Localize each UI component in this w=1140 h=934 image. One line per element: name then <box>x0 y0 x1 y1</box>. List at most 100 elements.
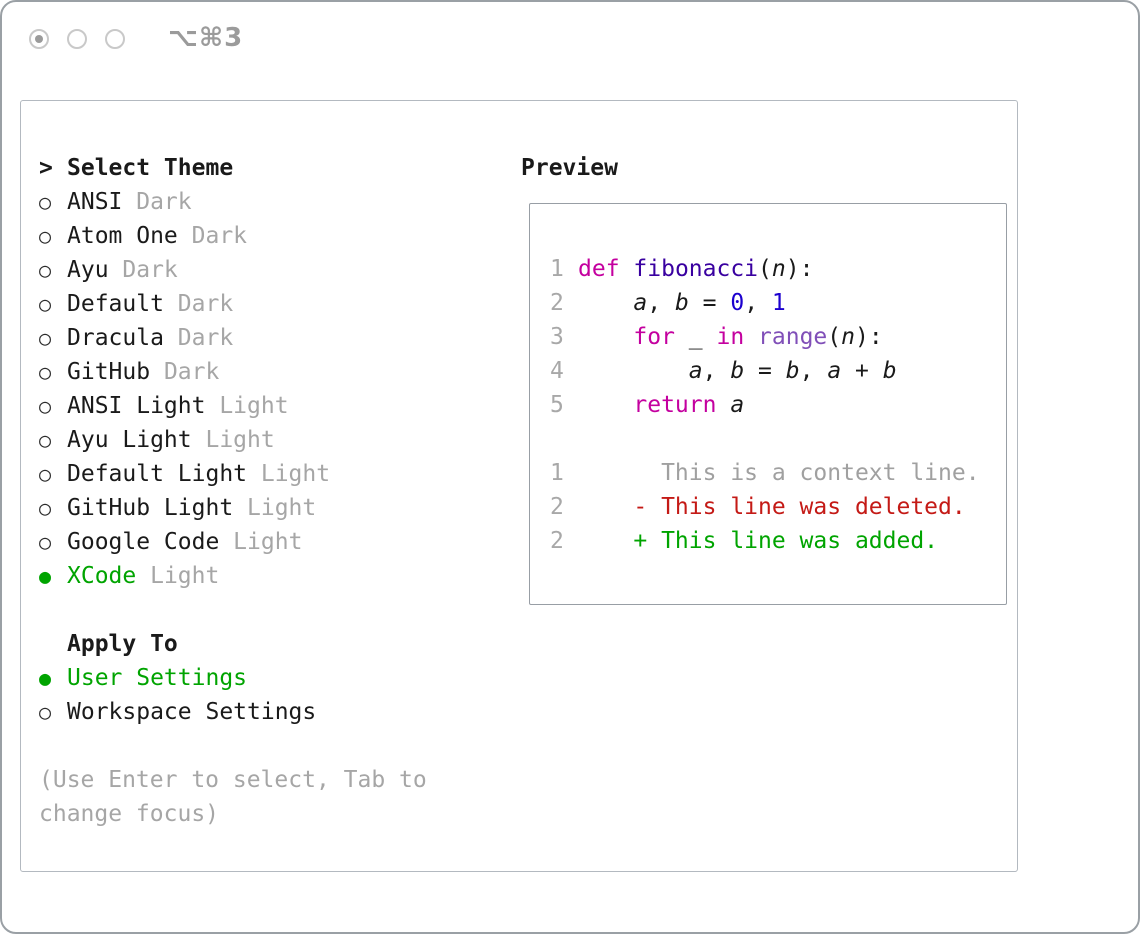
theme-variant: Dark <box>122 189 192 215</box>
apply-option-workspace-settings[interactable]: ○ Workspace Settings <box>39 695 441 729</box>
theme-variant: Light <box>136 563 220 589</box>
theme-picker: > Select Theme ○ANSI Dark○Atom One Dark○… <box>39 151 441 831</box>
theme-option-ayu[interactable]: ○ Ayu Dark <box>39 253 441 287</box>
code-token: , <box>647 290 675 316</box>
theme-option-google-code[interactable]: ○Google Code Light <box>39 525 441 559</box>
theme-option-atom-one[interactable]: ○ Atom One Dark <box>39 219 441 253</box>
theme-option-ansi[interactable]: ○ANSI Dark <box>39 185 441 219</box>
theme-option-default-light[interactable]: ○Default Light Light <box>39 457 441 491</box>
window-button-active[interactable] <box>29 29 49 49</box>
window-button-dot-icon <box>35 35 43 43</box>
diff-line-deleted: 2 - This line was deleted. <box>550 490 986 524</box>
code-token <box>716 388 730 422</box>
theme-option-ansi-light[interactable]: ○ ANSI Light Light <box>39 389 441 423</box>
spacer <box>39 593 441 627</box>
theme-option-default[interactable]: ○Default Dark <box>39 287 441 321</box>
line-number: 4 <box>550 358 564 384</box>
code-token: _ <box>674 324 717 350</box>
radio-unselected-icon: ○ <box>39 700 52 724</box>
theme-variant: Light <box>247 461 331 487</box>
theme-option-dracula[interactable]: ○Dracula Dark <box>39 321 441 355</box>
code-token: , <box>799 358 828 384</box>
code-token: range <box>758 324 828 350</box>
code-line: 2 a, b = 0, 1 <box>550 286 986 320</box>
code-token <box>578 320 633 354</box>
radio-unselected-icon: ○ <box>39 292 52 316</box>
line-number: 3 <box>550 324 564 350</box>
keyboard-shortcut-label: ⌥⌘3 <box>168 23 244 53</box>
theme-variant: Dark <box>163 291 234 317</box>
radio-unselected-icon: ○ <box>39 258 52 282</box>
theme-name: GitHub <box>67 359 151 385</box>
theme-picker-panel: > Select Theme ○ANSI Dark○Atom One Dark○… <box>20 100 1018 872</box>
theme-option-ayu-light[interactable]: ○Ayu Light Light <box>39 423 441 457</box>
radio-selected-icon: ● <box>39 666 52 690</box>
select-theme-title: Select Theme <box>67 155 234 181</box>
theme-name: Atom One <box>67 223 178 249</box>
code-token: a <box>688 358 703 384</box>
code-line: 4 a, b = b, a + b <box>550 354 986 388</box>
theme-name: Dracula <box>67 325 164 351</box>
code-token: a <box>827 358 842 384</box>
window-button[interactable] <box>105 29 125 49</box>
code-token: in <box>716 324 745 350</box>
line-number: 2 <box>550 290 564 316</box>
radio-unselected-icon: ○ <box>39 190 52 214</box>
radio-unselected-icon: ○ <box>39 530 52 554</box>
apply-option-label: Workspace Settings <box>67 699 317 725</box>
code-token: + <box>841 358 883 384</box>
code-token: a <box>730 392 745 418</box>
code-token: 1 <box>771 290 786 316</box>
code-token: n <box>841 324 856 350</box>
blank-line <box>550 422 986 456</box>
code-token: fibonacci <box>633 256 759 282</box>
line-number: 1 <box>550 460 564 486</box>
theme-name: XCode <box>67 563 137 589</box>
theme-name: Google Code <box>67 529 220 555</box>
preview-title: Preview <box>521 155 618 181</box>
code-token: = <box>744 358 786 384</box>
window-button[interactable] <box>67 29 87 49</box>
theme-variant: Dark <box>177 223 248 249</box>
diff-line-context: 1 This is a context line. <box>550 456 986 490</box>
code-token: ): <box>855 324 883 350</box>
apply-to-list: ●User Settings ○ Workspace Settings <box>39 661 441 729</box>
radio-unselected-icon: ○ <box>39 394 52 418</box>
select-theme-header: > Select Theme <box>39 151 441 185</box>
hint-text: (Use Enter to select, Tab to change focu… <box>39 767 427 827</box>
code-token: , <box>702 358 731 384</box>
code-token <box>620 252 634 286</box>
diff-line-added: 2 + This line was added. <box>550 524 986 558</box>
diff-text: + This line was added. <box>578 528 939 554</box>
theme-option-github[interactable]: ○GitHub Dark <box>39 355 441 389</box>
theme-name: GitHub Light <box>67 495 234 521</box>
code-token <box>744 320 758 354</box>
theme-variant: Light <box>191 427 275 453</box>
line-number: 5 <box>550 392 564 418</box>
theme-name: Ayu <box>67 257 109 283</box>
radio-unselected-icon: ○ <box>39 496 52 520</box>
code-line: 5 return a <box>550 388 986 422</box>
theme-name: ANSI Light <box>67 393 206 419</box>
theme-variant: Light <box>205 393 289 419</box>
theme-option-xcode[interactable]: ● XCode Light <box>39 559 441 593</box>
theme-variant: Dark <box>108 257 178 283</box>
theme-option-github-light[interactable]: ○GitHub Light Light <box>39 491 441 525</box>
apply-option-user-settings[interactable]: ●User Settings <box>39 661 441 695</box>
theme-variant: Dark <box>163 325 234 351</box>
code-token <box>578 354 689 388</box>
code-token: n <box>771 256 786 282</box>
line-number: 1 <box>550 256 564 282</box>
radio-unselected-icon: ○ <box>39 360 52 384</box>
prompt-icon: > <box>39 155 53 181</box>
radio-unselected-icon: ○ <box>39 224 52 248</box>
code-token: b <box>785 358 800 384</box>
line-number: 2 <box>550 528 564 554</box>
code-token: a <box>633 290 648 316</box>
radio-selected-icon: ● <box>39 564 52 588</box>
code-token: b <box>674 290 689 316</box>
theme-list: ○ANSI Dark○Atom One Dark○Ayu Dark○Defaul… <box>39 185 441 593</box>
code-token: ( <box>758 256 772 282</box>
line-number: 2 <box>550 494 564 520</box>
